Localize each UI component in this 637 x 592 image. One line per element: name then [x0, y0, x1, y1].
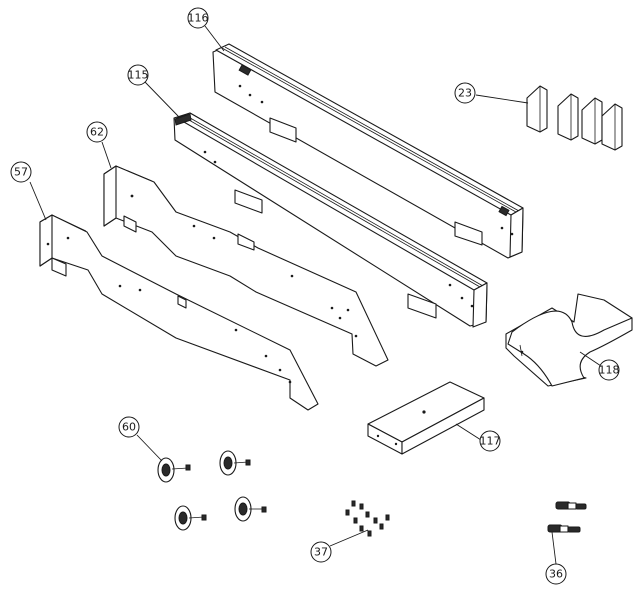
callout-118-label: 118 [599, 364, 620, 377]
callout-23: 23 [454, 82, 476, 104]
part-23-brackets [526, 85, 623, 151]
callout-36: 36 [545, 563, 567, 585]
callout-116: 116 [187, 7, 209, 29]
callout-57: 57 [10, 161, 32, 183]
part-118-block [505, 293, 633, 387]
part-60-casters [157, 450, 267, 531]
part-62-board [103, 165, 389, 367]
callout-117-label: 117 [480, 435, 501, 448]
part-36-clips [547, 501, 587, 533]
callout-118: 118 [598, 359, 620, 381]
callout-60-label: 60 [122, 421, 136, 434]
callout-37: 37 [310, 541, 332, 563]
callout-116-label: 116 [188, 12, 209, 25]
part-117-plate [367, 381, 485, 455]
callout-60: 60 [118, 416, 140, 438]
part-57-board [39, 214, 319, 411]
leader-lines [29, 25, 605, 565]
part-115-rail [173, 112, 488, 328]
part-37-screws [345, 500, 390, 537]
callout-62: 62 [86, 121, 108, 143]
callout-62-label: 62 [90, 126, 104, 139]
callout-117: 117 [479, 430, 501, 452]
callout-23-label: 23 [458, 87, 472, 100]
callout-57-label: 57 [14, 166, 28, 179]
callout-115: 115 [127, 64, 149, 86]
part-116-rail [212, 43, 524, 259]
callout-115-label: 115 [128, 69, 149, 82]
callout-36-label: 36 [549, 568, 563, 581]
callout-37-label: 37 [314, 546, 328, 559]
